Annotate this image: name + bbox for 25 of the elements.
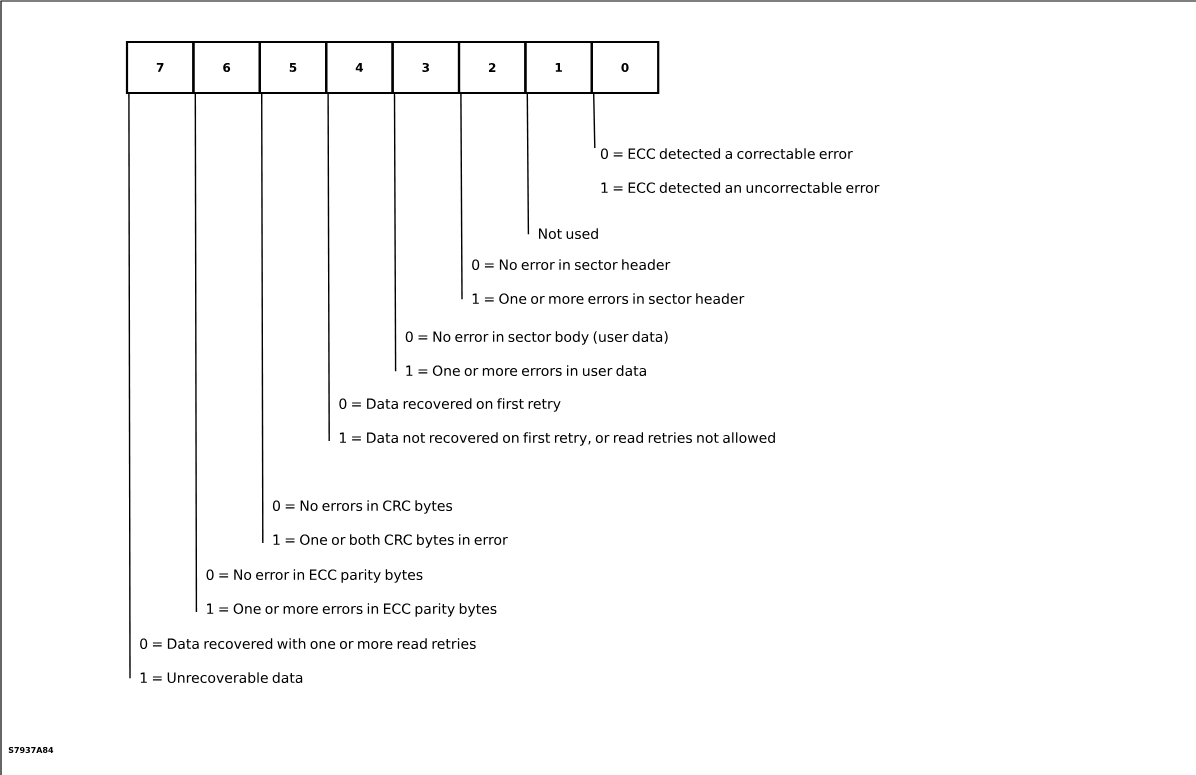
bit-description: 0 = Data recovered on first retry 1 = Data not recovered on first retry, or read retries not allowed bbox=[339, 398, 775, 446]
bit-cell: 2 bbox=[457, 40, 527, 95]
bit-cell: 6 bbox=[192, 40, 261, 95]
bit-cell: 1 bbox=[524, 40, 593, 95]
bit-description: 0 = ECC detected a correctable error 1 = ECC detected an uncorrectable error bbox=[600, 148, 880, 194]
leader-line bbox=[327, 93, 330, 442]
bit-cell: 4 bbox=[325, 40, 394, 95]
bit-cell: 5 bbox=[258, 40, 328, 95]
bit-cell: 3 bbox=[391, 40, 461, 95]
bit-description: 0 = No error in ECC parity bytes 1 = One or more errors in ECC parity bytes bbox=[206, 569, 497, 617]
bit-description: Not used bbox=[539, 228, 598, 240]
bit-description: 0 = No errors in CRC bytes 1 = One or both CRC bytes in error bbox=[272, 500, 508, 548]
leader-line bbox=[128, 93, 131, 679]
bit-description: 0 = No error in sector body (user data) 1 = One or more errors in user data bbox=[405, 331, 668, 377]
leader-line bbox=[526, 93, 530, 235]
bit-cell: 0 bbox=[590, 40, 660, 95]
leader-line bbox=[261, 93, 264, 544]
leader-line bbox=[460, 93, 463, 300]
bit-description: 0 = No error in sector header 1 = One or more errors in sector header bbox=[472, 259, 745, 305]
leader-line bbox=[593, 93, 596, 149]
bit-cell: 7 bbox=[125, 40, 195, 95]
leader-line bbox=[194, 93, 198, 613]
figure-number: S7937A84 bbox=[8, 746, 54, 753]
leader-line bbox=[393, 93, 397, 372]
bit-description: 0 = Data recovered with one or more read retries 1 = Unrecoverable data bbox=[140, 638, 476, 684]
